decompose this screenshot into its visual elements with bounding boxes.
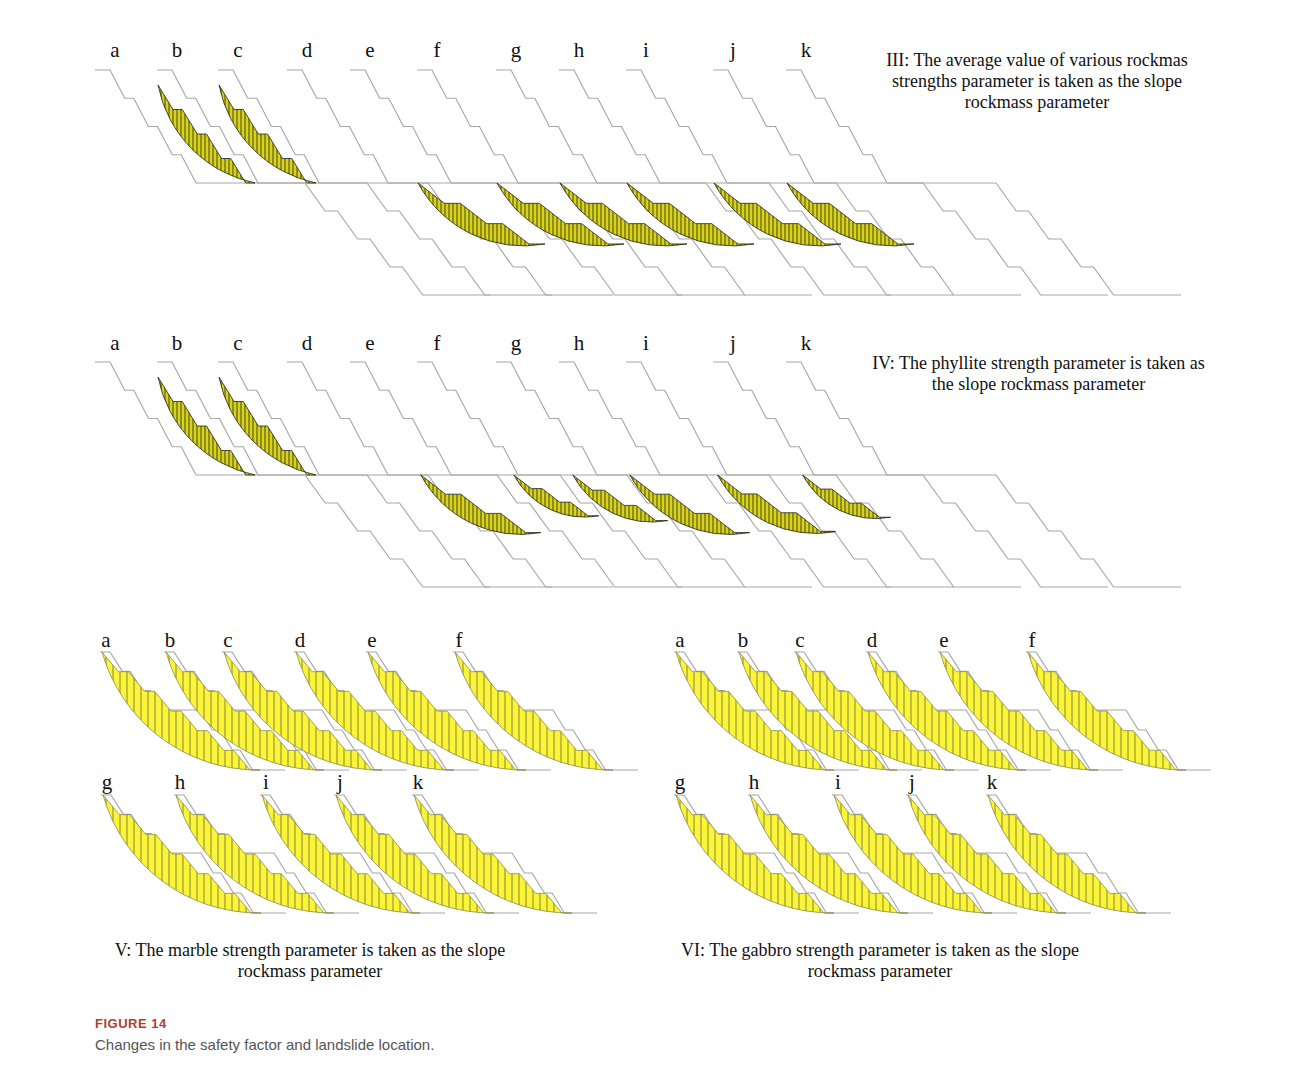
case-letter: e	[365, 40, 374, 61]
case-letter: b	[738, 630, 749, 651]
case-letter: i	[835, 772, 841, 793]
case-letter: a	[101, 630, 110, 651]
case-letter: h	[574, 40, 585, 61]
case-letter: f	[1029, 630, 1036, 651]
case-letter: k	[987, 772, 998, 793]
case-letter: e	[939, 630, 948, 651]
case-letter: a	[110, 333, 119, 354]
landslide-region	[803, 475, 891, 519]
case-letter: j	[730, 333, 736, 354]
case-letter: f	[434, 40, 441, 61]
figure-caption: Changes in the safety factor and landsli…	[95, 1036, 434, 1053]
case-letter: h	[574, 333, 585, 354]
landslide-region	[627, 183, 754, 246]
case-letter: i	[643, 333, 649, 354]
case-letter: g	[102, 772, 113, 793]
case-letter: e	[365, 333, 374, 354]
case-letter: b	[172, 333, 183, 354]
case-letter: c	[233, 40, 242, 61]
case-letter: d	[295, 630, 306, 651]
case-letter: k	[801, 40, 812, 61]
panel-title: III: The average value of various rockma…	[872, 50, 1202, 113]
case-letter: i	[263, 772, 269, 793]
landslide-region	[219, 377, 316, 475]
case-letter: d	[302, 333, 313, 354]
case-letter: d	[867, 630, 878, 651]
case-letter: g	[511, 40, 522, 61]
case-letter: a	[110, 40, 119, 61]
panel-title: VI: The gabbro strength parameter is tak…	[650, 940, 1110, 982]
figure-number: FIGURE 14	[95, 1016, 167, 1031]
panel-title: IV: The phyllite strength parameter is t…	[866, 353, 1211, 395]
landslide-region	[988, 795, 1146, 913]
slope-profile	[786, 362, 1181, 587]
case-letter: j	[730, 40, 736, 61]
landslide-region	[514, 475, 599, 517]
landslide-region	[630, 475, 750, 534]
landslide-region	[219, 85, 316, 183]
case-letter: b	[172, 40, 183, 61]
case-letter: e	[367, 630, 376, 651]
case-letter: a	[675, 630, 684, 651]
case-letter: i	[643, 40, 649, 61]
case-letter: j	[909, 772, 915, 793]
case-letter: h	[175, 772, 186, 793]
case-letter: d	[302, 40, 313, 61]
case-letter: g	[511, 333, 522, 354]
landslide-region	[787, 183, 914, 246]
case-letter: b	[165, 630, 176, 651]
case-letter: c	[233, 333, 242, 354]
case-letter: f	[434, 333, 441, 354]
case-letter: k	[801, 333, 812, 354]
case-letter: c	[223, 630, 232, 651]
case-letter: k	[413, 772, 424, 793]
landslide-region	[718, 475, 836, 533]
case-letter: h	[749, 772, 760, 793]
landslide-region	[1028, 652, 1186, 770]
case-letter: f	[456, 630, 463, 651]
case-letter: c	[795, 630, 804, 651]
landslide-region	[414, 795, 572, 913]
landslide-region	[455, 652, 613, 770]
panel-title: V: The marble strength parameter is take…	[80, 940, 540, 982]
case-letter: j	[337, 772, 343, 793]
case-letter: g	[675, 772, 686, 793]
